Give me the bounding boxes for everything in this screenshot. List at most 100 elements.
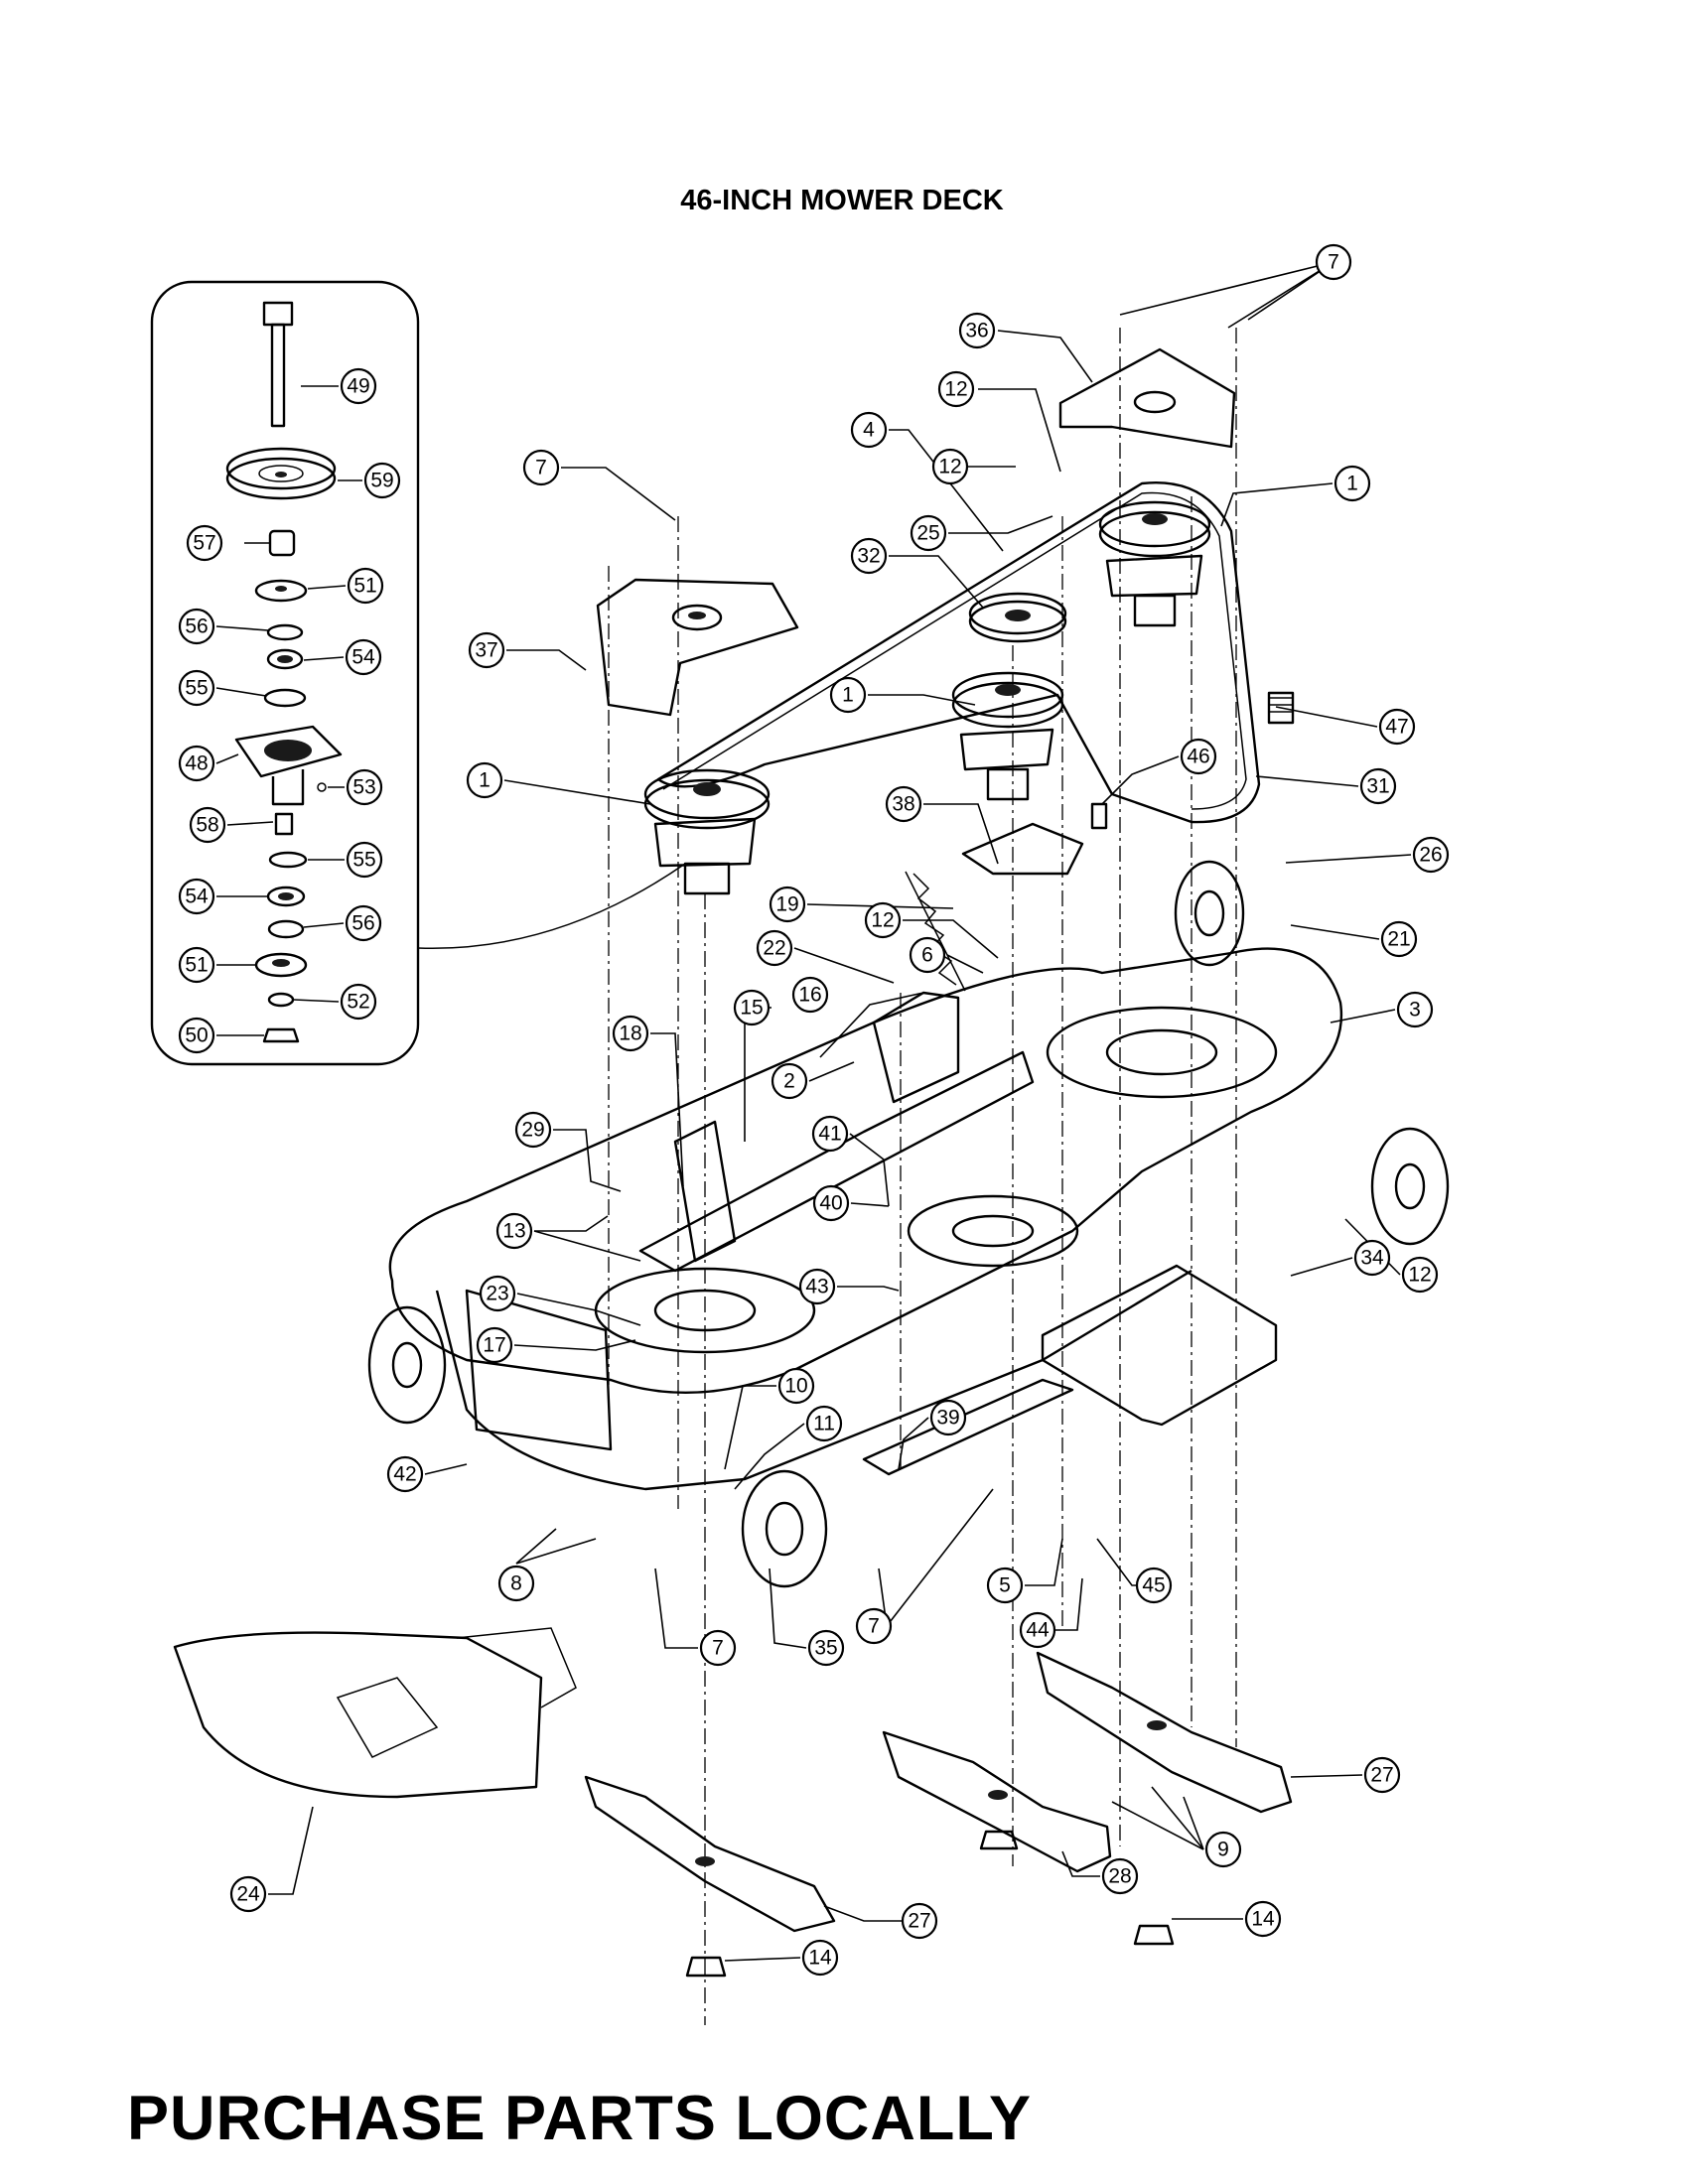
callout-number: 44 (1026, 1619, 1050, 1642)
callout-number: 2 (783, 1070, 795, 1093)
callout-27: 27 (1363, 1756, 1401, 1794)
callout-1: 1 (1333, 465, 1371, 502)
callout-number: 15 (740, 997, 763, 1020)
callout-number: 14 (808, 1947, 832, 1970)
bearing-race-lower (268, 851, 308, 869)
spindle-detail-inset (150, 280, 686, 1066)
callout-circle (514, 1111, 552, 1149)
callout-7: 7 (522, 449, 560, 486)
callout-circle (909, 936, 946, 974)
callout-number: 1 (1346, 473, 1358, 495)
mower-blade-center (882, 1730, 1112, 1873)
callout-number: 7 (535, 457, 547, 479)
callout-number: 29 (521, 1119, 544, 1142)
callout-17: 17 (476, 1326, 513, 1364)
callout-number: 12 (938, 456, 961, 478)
callout-number: 10 (784, 1375, 807, 1398)
callout-number: 19 (775, 893, 798, 916)
callout-9: 9 (1204, 1831, 1242, 1868)
callout-26: 26 (1412, 836, 1450, 874)
callout-circle (1401, 1256, 1439, 1294)
callout-circle (522, 449, 560, 486)
callout-circle (178, 608, 215, 645)
callout-number: 1 (479, 769, 491, 792)
callout-circle (346, 841, 383, 879)
callout-47: 47 (1378, 708, 1416, 746)
callout-circle (910, 514, 947, 552)
callout-circle (805, 1405, 843, 1442)
bearing-race-upper (263, 688, 307, 708)
callout-number: 23 (486, 1283, 508, 1305)
callout-circle (1333, 465, 1371, 502)
callout-circle (1380, 920, 1418, 958)
callout-number: 46 (1187, 746, 1209, 768)
mulching-kit (173, 1627, 577, 1799)
spindle-assembly-left (643, 768, 771, 895)
callout-circle (347, 567, 384, 605)
callout-circle (479, 1275, 516, 1312)
callout-number: 45 (1142, 1574, 1165, 1597)
callout-38: 38 (885, 785, 922, 823)
callout-12: 12 (937, 370, 975, 408)
callout-number: 17 (483, 1334, 505, 1357)
baffle-bar (862, 1378, 1074, 1476)
callout-number: 35 (814, 1637, 837, 1660)
callout-circle (178, 669, 215, 707)
callout-circle (1353, 1239, 1391, 1277)
callout-14: 14 (1244, 1900, 1282, 1938)
callout-54: 54 (345, 638, 382, 676)
callout-number: 6 (921, 944, 933, 967)
callout-circle (801, 1939, 839, 1977)
callout-circle (850, 537, 888, 575)
callout-circle (363, 462, 401, 499)
callout-circle (812, 1184, 850, 1222)
callout-circle (811, 1115, 849, 1153)
callout-7: 7 (699, 1629, 737, 1667)
callout-32: 32 (850, 537, 888, 575)
callout-13: 13 (495, 1212, 533, 1250)
callout-56: 56 (178, 608, 215, 645)
callout-number: 56 (185, 615, 208, 638)
callout-circle (178, 946, 215, 984)
callout-number: 50 (185, 1024, 208, 1047)
leader-lines (215, 261, 1412, 1962)
callout-21: 21 (1380, 920, 1418, 958)
callout-27: 27 (901, 1902, 938, 1940)
callout-circle (756, 929, 793, 967)
blade-nut-right (1133, 1924, 1175, 1946)
callout-circle (476, 1326, 513, 1364)
callout-53: 53 (346, 768, 383, 806)
spindle-bolt (262, 301, 294, 428)
callout-number: 4 (863, 419, 875, 442)
callout-circle (850, 411, 888, 449)
callout-circle (1244, 1900, 1282, 1938)
callout-number: 42 (393, 1463, 416, 1486)
callout-number: 9 (1217, 1839, 1229, 1861)
callout-circle (189, 806, 226, 844)
callout-circle (1315, 243, 1352, 281)
spindle-assembly-center (951, 671, 1064, 801)
spindle-assembly-right (1098, 500, 1211, 627)
callout-circle (791, 976, 829, 1014)
callout-circle (340, 367, 377, 405)
grease-fitting (317, 782, 327, 792)
callout-number: 38 (892, 793, 914, 816)
deck-wheel-left (367, 1305, 447, 1425)
idler-pulley (968, 592, 1067, 643)
callout-number: 32 (857, 545, 880, 568)
callout-circle (468, 631, 505, 669)
deck-wheel-front (741, 1469, 828, 1588)
callout-36: 36 (958, 312, 996, 349)
callout-circle (1019, 1611, 1056, 1649)
callout-3: 3 (1396, 991, 1434, 1028)
callout-circle (229, 1875, 267, 1913)
callout-number: 14 (1251, 1908, 1275, 1931)
callout-number: 7 (1328, 251, 1339, 274)
callout-circle (1363, 1756, 1401, 1794)
deck-wheel-rear-right (1174, 860, 1245, 967)
callout-circle (1359, 767, 1397, 805)
callout-circle (1101, 1857, 1139, 1895)
deck-baffle (465, 1289, 613, 1451)
callout-12: 12 (931, 448, 969, 485)
